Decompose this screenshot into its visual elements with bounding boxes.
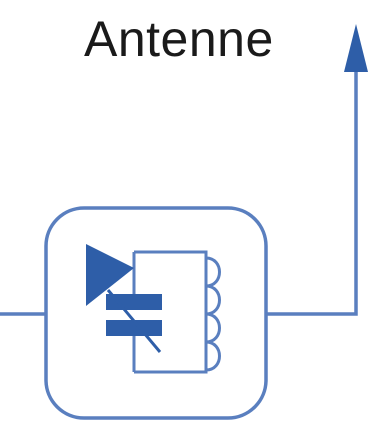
antenna-label: Antenne <box>84 11 274 67</box>
coil <box>205 256 221 372</box>
tuning-arrow-icon <box>86 244 134 306</box>
antenna-arrow-icon <box>344 24 368 72</box>
tuning-line <box>106 289 162 353</box>
capacitor-plate-bottom <box>106 320 162 336</box>
component-box <box>44 206 268 420</box>
tuned-lc-circuit-icon <box>86 244 221 374</box>
output-line <box>266 60 358 316</box>
circuit-wiring <box>134 250 208 374</box>
